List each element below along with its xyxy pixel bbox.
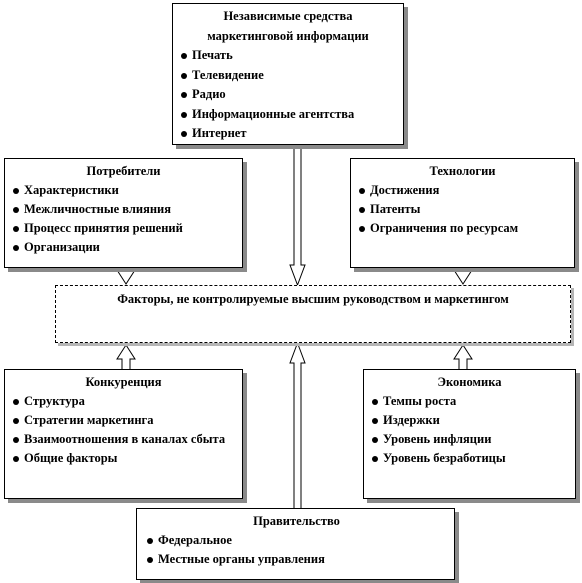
arrow-economy-to-center: [453, 344, 473, 373]
arrow-competition-to-center: [116, 344, 136, 373]
consumers-title: Потребители: [86, 164, 161, 178]
economy-title: Экономика: [437, 375, 502, 389]
list-item: Радио: [179, 85, 397, 105]
list-item: Издержки: [370, 411, 569, 430]
list-item: Местные органы управления: [145, 550, 448, 569]
list-item: Стратегии маркетинга: [11, 411, 236, 430]
competition-box: Конкуренция Структура Стратегии маркетин…: [4, 369, 243, 499]
list-item: Телевидение: [179, 66, 397, 86]
list-item: Процесс принятия решений: [11, 219, 236, 238]
list-item: Структура: [11, 392, 236, 411]
list-item: Характеристики: [11, 181, 236, 200]
economy-box: Экономика Темпы роста Издержки Уровень и…: [363, 369, 576, 499]
list-item: Патенты: [357, 200, 568, 219]
list-item: Федеральное: [145, 531, 448, 550]
consumers-box: Потребители Характеристики Межличностные…: [4, 158, 243, 268]
list-item: Темпы роста: [370, 392, 569, 411]
list-item: Ограничения по ресурсам: [357, 219, 568, 238]
list-item: Общие факторы: [11, 449, 236, 468]
government-box: Правительство Федеральное Местные органы…: [136, 508, 455, 580]
list-item: Уровень безработицы: [370, 449, 569, 468]
list-item: Межличностные влияния: [11, 200, 236, 219]
arrow-government-to-center: [289, 341, 306, 513]
government-title: Правительство: [253, 514, 340, 528]
independent-media-box: Независимые средства маркетинговой инфор…: [172, 3, 404, 145]
list-item: Информационные агентства: [179, 105, 397, 125]
list-item: Взаимоотношения в каналах сбыта: [11, 430, 236, 449]
list-item: Печать: [179, 46, 397, 66]
uncontrollable-factors-title: Факторы, не контролируемые высшим руково…: [117, 292, 509, 306]
list-item: Интернет: [179, 124, 397, 144]
uncontrollable-factors-box: Факторы, не контролируемые высшим руково…: [55, 285, 571, 343]
competition-title: Конкуренция: [85, 375, 162, 389]
independent-media-title: Независимые средства маркетинговой инфор…: [207, 9, 369, 43]
list-item: Организации: [11, 238, 236, 257]
arrow-independent-to-center: [289, 139, 306, 287]
list-item: Уровень инфляции: [370, 430, 569, 449]
technology-title: Технологии: [429, 164, 496, 178]
technology-box: Технологии Достижения Патенты Ограничени…: [350, 158, 575, 268]
list-item: Достижения: [357, 181, 568, 200]
